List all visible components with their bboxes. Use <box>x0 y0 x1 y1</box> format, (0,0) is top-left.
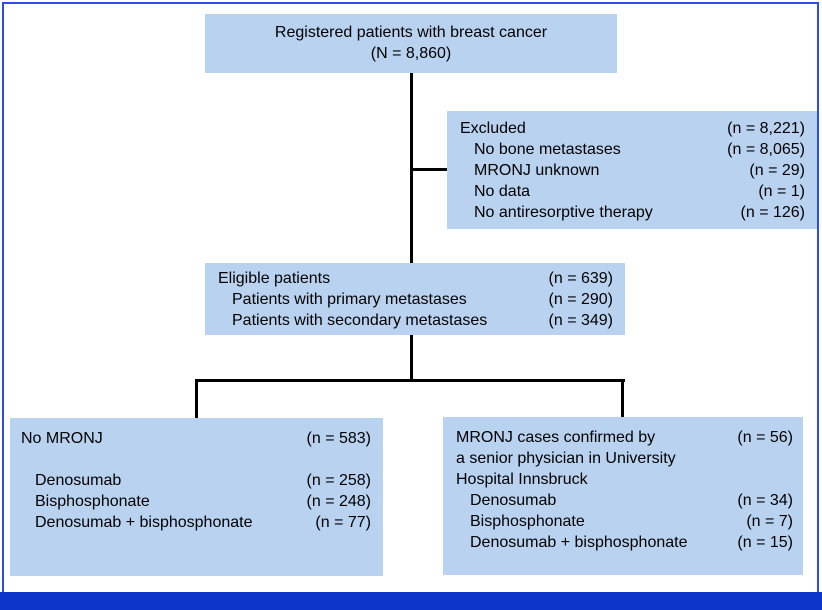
eligible-row: Eligible patients (n = 639) <box>218 268 613 289</box>
spacer-row <box>21 449 371 470</box>
mronj-row: Denosumab (n = 34) <box>456 490 793 511</box>
excluded-row-value: (n = 126) <box>740 204 805 221</box>
mronj-row-label: MRONJ cases confirmed by <box>456 429 656 446</box>
eligible-row: Patients with secondary metastases (n = … <box>218 310 613 331</box>
mronj-row-value: (n = 56) <box>737 429 793 446</box>
connector-middle-vertical <box>410 335 413 381</box>
connector-split-horizontal <box>195 379 625 382</box>
excluded-row: No antiresorptive therapy (n = 126) <box>460 202 805 223</box>
mronj-row-label: a senior physician in University <box>456 450 676 467</box>
mronj-row-label: Hospital Innsbruck <box>456 471 588 488</box>
connector-excluded-branch <box>411 168 447 171</box>
page-border <box>2 2 819 593</box>
excluded-row-label: No bone metastases <box>474 141 621 158</box>
excluded-row-label: MRONJ unknown <box>474 162 600 179</box>
connector-right-drop <box>621 379 624 418</box>
mronj-row: MRONJ cases confirmed by (n = 56) <box>456 427 793 448</box>
eligible-row-value: (n = 349) <box>548 312 613 329</box>
no-mronj-row: Denosumab (n = 258) <box>21 470 371 491</box>
no-mronj-row-value: (n = 583) <box>306 430 371 447</box>
eligible-row-label: Patients with secondary metastases <box>232 312 488 329</box>
mronj-row-label: Denosumab + bisphosphonate <box>470 534 688 551</box>
connector-left-drop <box>195 379 198 419</box>
mronj-row-value: (n = 7) <box>746 513 793 530</box>
excluded-row: No bone metastases (n = 8,065) <box>460 139 805 160</box>
no-mronj-row-label: Denosumab <box>35 472 122 489</box>
excluded-row: No data (n = 1) <box>460 181 805 202</box>
mronj-row: Bisphosphonate (n = 7) <box>456 511 793 532</box>
excluded-row-value: (n = 29) <box>749 162 805 179</box>
excluded-row-label: No data <box>474 183 531 200</box>
no-mronj-row-label: Denosumab + bisphosphonate <box>35 514 253 531</box>
eligible-row-label: Patients with primary metastases <box>232 291 467 308</box>
mronj-row: a senior physician in University <box>456 448 793 469</box>
mronj-row: Hospital Innsbruck <box>456 469 793 490</box>
no-mronj-row: Bisphosphonate (n = 248) <box>21 491 371 512</box>
excluded-row: MRONJ unknown (n = 29) <box>460 160 805 181</box>
excluded-row-value: (n = 1) <box>758 183 805 200</box>
mronj-row-value: (n = 34) <box>737 492 793 509</box>
excluded-row-value: (n = 8,221) <box>727 120 805 137</box>
mronj-row: Denosumab + bisphosphonate (n = 15) <box>456 532 793 553</box>
no-mronj-row: Denosumab + bisphosphonate (n = 77) <box>21 512 371 533</box>
excluded-row-label: Excluded <box>460 120 526 137</box>
no-mronj-row-label: Bisphosphonate <box>35 493 150 510</box>
no-mronj-row: No MRONJ (n = 583) <box>21 428 371 449</box>
registered-patients-box: Registered patients with breast cancer (… <box>205 14 617 73</box>
mronj-row-label: Bisphosphonate <box>470 513 585 530</box>
mronj-row-label: Denosumab <box>470 492 557 509</box>
eligible-row-value: (n = 639) <box>548 270 613 287</box>
excluded-row: Excluded (n = 8,221) <box>460 118 805 139</box>
registered-count: (N = 8,860) <box>370 45 452 62</box>
no-mronj-row-label: No MRONJ <box>21 430 103 447</box>
eligible-patients-box: Eligible patients (n = 639) Patients wit… <box>205 263 625 335</box>
mronj-cases-box: MRONJ cases confirmed by (n = 56) a seni… <box>443 417 803 575</box>
excluded-row-value: (n = 8,065) <box>727 141 805 158</box>
eligible-row: Patients with primary metastases (n = 29… <box>218 289 613 310</box>
eligible-row-label: Eligible patients <box>218 270 331 287</box>
no-mronj-row-value: (n = 248) <box>306 493 371 510</box>
no-mronj-row-value: (n = 258) <box>306 472 371 489</box>
excluded-row-label: No antiresorptive therapy <box>474 204 653 221</box>
no-mronj-row-value: (n = 77) <box>315 514 371 531</box>
mronj-row-value: (n = 15) <box>737 534 793 551</box>
excluded-box: Excluded (n = 8,221) No bone metastases … <box>447 111 817 229</box>
no-mronj-box: No MRONJ (n = 583) Denosumab (n = 258) B… <box>10 418 383 576</box>
eligible-row-value: (n = 290) <box>548 291 613 308</box>
footer-bar <box>0 592 822 610</box>
registered-title: Registered patients with breast cancer <box>274 24 548 41</box>
